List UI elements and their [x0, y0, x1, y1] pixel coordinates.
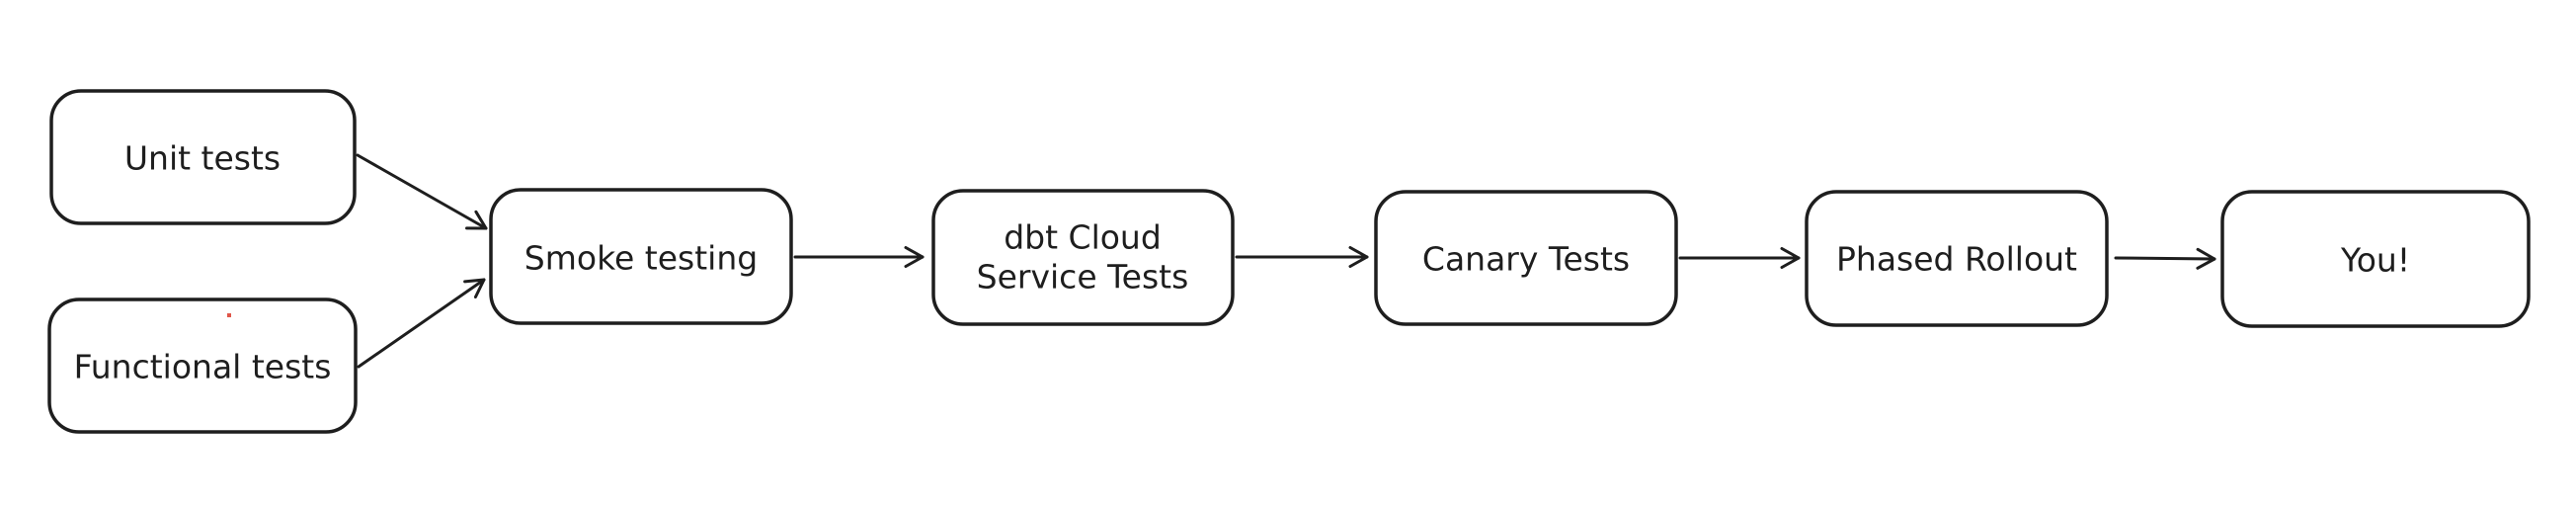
edge-unit-tests-to-smoke-testing	[356, 153, 488, 230]
node-functional-tests-box	[47, 298, 358, 434]
node-dbt-cloud-service-tests-box	[931, 189, 1235, 326]
node-unit-tests-box	[49, 89, 357, 225]
node-smoke-testing: Smoke testing	[489, 188, 793, 325]
node-functional-tests: Functional tests	[47, 298, 358, 434]
edge-phased-rollout-to-you	[2114, 247, 2216, 270]
node-canary-tests-box	[1374, 190, 1678, 326]
node-dbt-cloud-service-tests-label-line1: dbt Cloud	[1004, 218, 1162, 257]
node-phased-rollout-box	[1805, 190, 2109, 327]
node-unit-tests-label: Unit tests	[124, 139, 281, 178]
node-phased-rollout-label: Phased Rollout	[1836, 240, 2077, 279]
node-you-box	[2220, 190, 2531, 328]
node-phased-rollout: Phased Rollout	[1805, 190, 2109, 327]
node-canary-tests: Canary Tests	[1374, 190, 1678, 326]
node-dbt-cloud-service-tests-label-line2: Service Tests	[977, 258, 1189, 297]
node-canary-tests-label: Canary Tests	[1422, 240, 1630, 279]
red-artifact-dot	[227, 313, 231, 317]
node-smoke-testing-box	[489, 188, 793, 325]
node-you: You!	[2220, 190, 2531, 328]
node-smoke-testing-label: Smoke testing	[524, 239, 758, 278]
node-you-label: You!	[2340, 241, 2410, 280]
node-functional-tests-label: Functional tests	[74, 348, 332, 386]
edge-functional-tests-to-smoke-testing	[357, 278, 486, 369]
node-unit-tests: Unit tests	[49, 89, 357, 225]
node-dbt-cloud-service-tests: dbt Cloud Service Tests	[931, 189, 1235, 326]
